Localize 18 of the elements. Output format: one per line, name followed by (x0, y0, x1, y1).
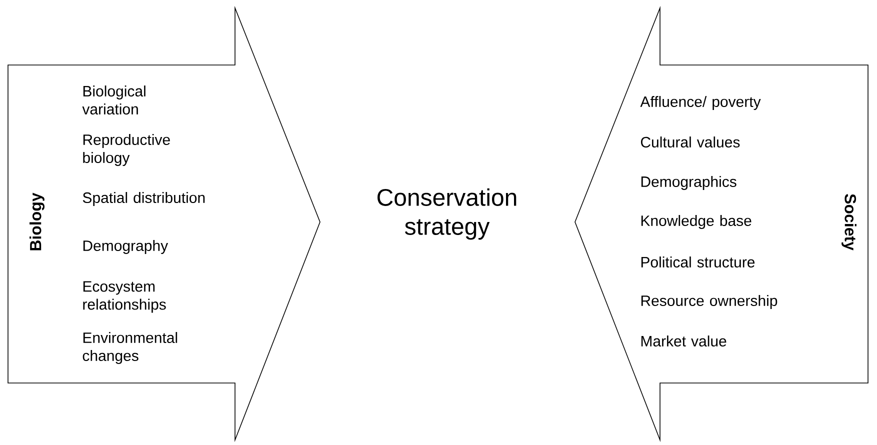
arrow-shape (574, 6, 868, 442)
factor-text: Cultural values (640, 136, 740, 148)
factor-text: Resource ownership (641, 295, 778, 309)
factor-text: Affluence/ poverty (640, 96, 761, 110)
center-title: Conservation strategy (378, 188, 516, 240)
arrow-shape (8, 6, 320, 442)
factor-text: Demographics (641, 176, 736, 190)
factor-text: Political structure (641, 256, 755, 268)
factor-text: Market value (641, 336, 726, 346)
side-heading: Society (842, 194, 856, 250)
factor-text: Environmental changes (82, 332, 178, 364)
side-heading: Biology (30, 192, 44, 250)
factor-text: Knowledge base (641, 215, 752, 229)
factor-text: Biological variation (82, 86, 146, 114)
factor-text: Reproductive biology (83, 134, 170, 166)
factor-text: Spatial distribution (82, 192, 205, 206)
factor-text: Ecosystem relationships (83, 281, 166, 313)
factor-text: Demography (83, 240, 168, 254)
